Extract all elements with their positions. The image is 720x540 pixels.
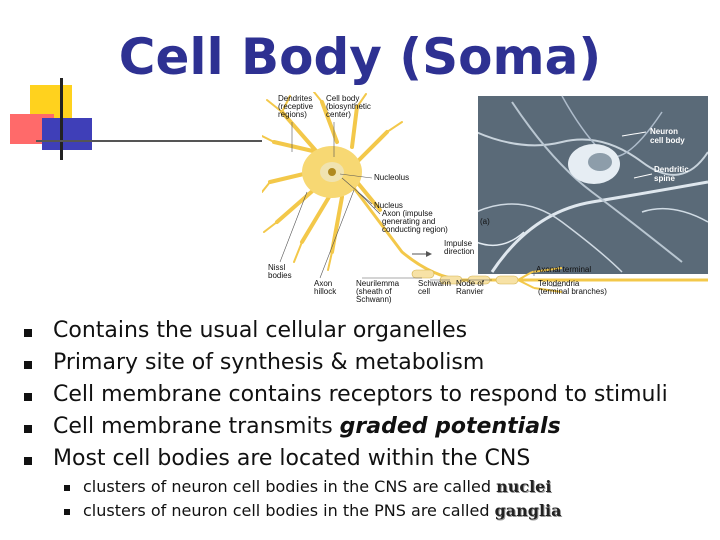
bullet-emphasis: graded potentials [339,414,561,439]
label-cell-body: Cell body (biosynthetic center) [326,94,373,119]
label-axon: Axon (impulse generating and conducting … [382,209,448,234]
bullet-text: Cell membrane contains receptors to resp… [53,382,668,407]
sub-bullet-text: clusters of neuron cell bodies in the PN… [83,500,561,522]
sub-bullet-item: clusters of neuron cell bodies in the CN… [24,476,714,500]
label-nucleus: Nucleus [374,201,403,210]
neuron-micrograph [475,95,708,274]
bullet-text: Cell membrane transmits graded potential… [53,412,561,442]
bullet-item: Contains the usual cellular organelles [24,316,714,348]
bullet-item: Cell membrane contains receptors to resp… [24,380,714,412]
label-neuron-cell-body: Neuron cell body [650,127,685,145]
label-nucleolus: Nucleolus [374,173,409,182]
label-axonal-terminal: Axonal terminal [536,265,591,274]
neuron-diagram: Dendrites (receptive regions) Cell body … [262,92,708,304]
label-axon-hillock: Axon hillock [314,279,337,296]
label-panel-a: (a) [480,217,490,226]
bullet-text: Primary site of synthesis & metabolism [53,350,485,375]
slide-title: Cell Body (Soma) [118,28,602,86]
bullet-square-icon [24,425,32,433]
sub-bullet-emphasis: nuclei [496,477,552,496]
label-telodendria: Telodendria (terminal branches) [538,279,607,296]
label-neurilemma: Neurilemma (sheath of Schwann) [356,279,401,304]
sub-bullet-text-plain: clusters of neuron cell bodies in the CN… [83,477,497,496]
sub-bullet-text: clusters of neuron cell bodies in the CN… [83,476,551,498]
label-impulse-direction: Impulse direction [444,239,474,256]
bullet-square-icon [24,361,32,369]
accent-vertical-line [60,78,63,160]
bullet-list: Contains the usual cellular organelles P… [24,316,714,524]
label-leader-lines [279,122,562,287]
accent-horizontal-line [36,140,276,142]
label-dendritic-spine: Dendritic spine [654,165,691,183]
sub-bullet-item: clusters of neuron cell bodies in the PN… [24,500,714,524]
neuron-figure: Dendrites (receptive regions) Cell body … [262,92,708,304]
neuron-cell-drawing [262,92,708,293]
label-node-of-ranvier: Node of Ranvier [456,279,486,296]
bullet-text-plain: Cell membrane transmits [53,414,340,439]
bullet-text: Contains the usual cellular organelles [53,318,468,343]
bullet-square-icon [24,457,32,465]
label-nissl-bodies: Nissl bodies [268,263,292,280]
label-dendrites: Dendrites (receptive regions) [278,94,315,119]
label-schwann-cell: Schwann cell [418,279,453,296]
bullet-item: Most cell bodies are located within the … [24,444,714,476]
sub-bullet-emphasis: ganglia [494,501,562,520]
bullet-square-icon [24,329,32,337]
accent-blue-block [42,118,92,150]
bullet-item: Primary site of synthesis & metabolism [24,348,714,380]
sub-bullet-text-plain: clusters of neuron cell bodies in the PN… [83,501,495,520]
sub-bullet-square-icon [64,485,70,491]
sub-bullet-square-icon [64,509,70,515]
bullet-item: Cell membrane transmits graded potential… [24,412,714,444]
bullet-text: Most cell bodies are located within the … [53,446,531,471]
bullet-square-icon [24,393,32,401]
